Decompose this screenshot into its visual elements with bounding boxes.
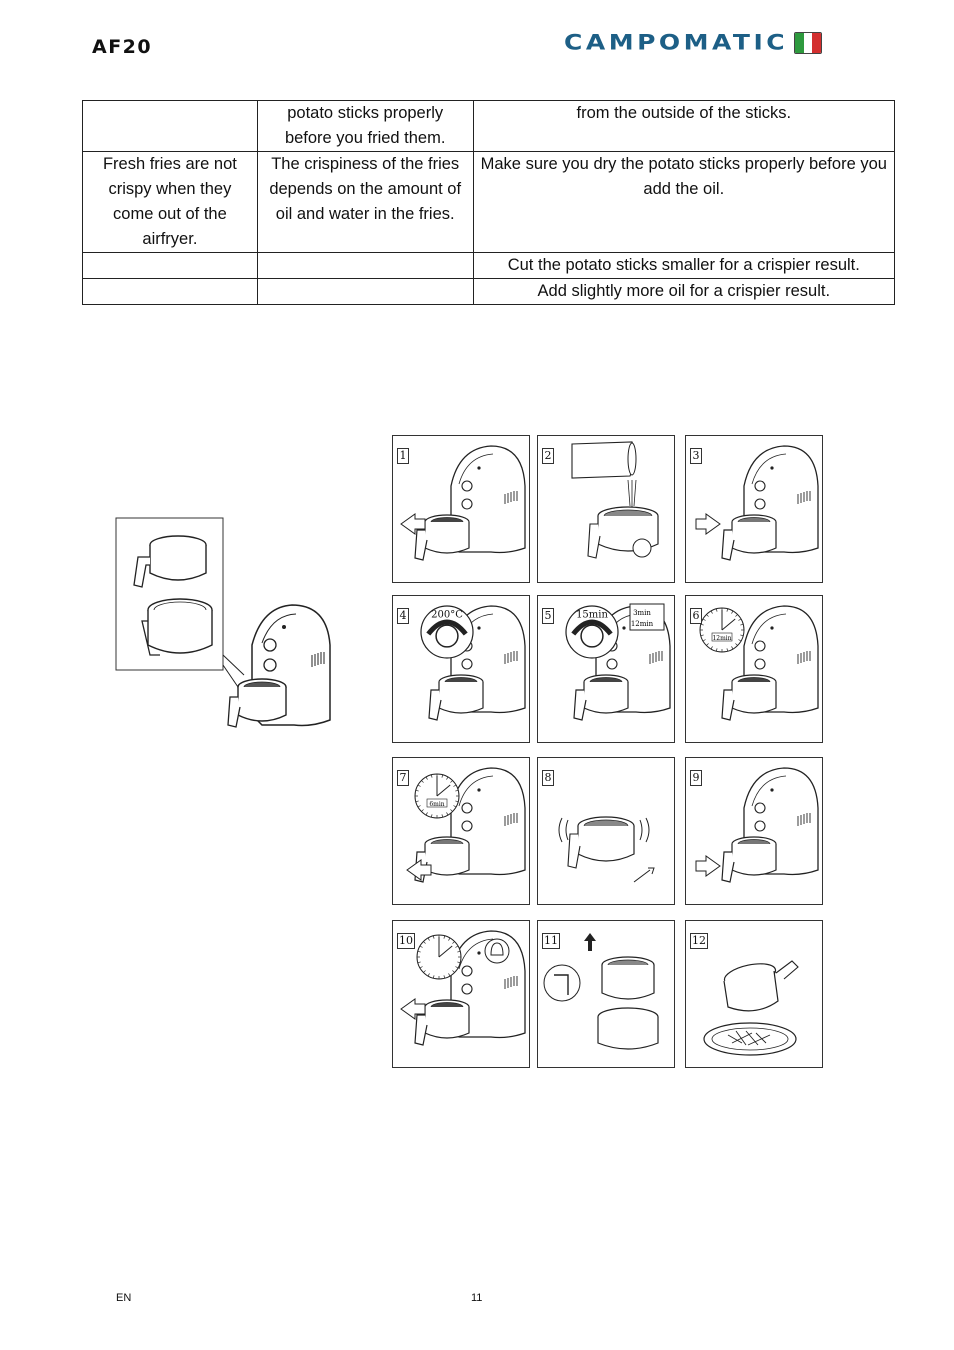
step-number: 1 xyxy=(397,448,409,464)
problem-cell xyxy=(82,100,258,152)
solution-cell: Make sure you dry the potato sticks prop… xyxy=(472,151,896,253)
troubleshooting-table: potato sticks properly before you fried … xyxy=(82,100,896,305)
step-number: 8 xyxy=(542,770,554,786)
release-button-icon xyxy=(543,933,659,1050)
table-row: Fresh fries are not crispy when they com… xyxy=(82,151,896,253)
basket-separation-illustration xyxy=(115,517,331,728)
step-panel-4: 200°C 4 xyxy=(392,595,530,743)
reinsert-basket-icon xyxy=(695,767,819,883)
table-row: Add slightly more oil for a crispier res… xyxy=(82,278,896,305)
step-number: 7 xyxy=(397,770,409,786)
solution-cell: Add slightly more oil for a crispier res… xyxy=(472,278,896,305)
empty-basket-icon xyxy=(703,960,799,1056)
step-number: 10 xyxy=(397,933,415,949)
table-row: potato sticks properly before you fried … xyxy=(82,100,896,152)
step-panel-11: 11 xyxy=(537,920,675,1068)
svg-text:3min: 3min xyxy=(633,609,651,617)
step-number: 4 xyxy=(397,608,409,624)
bell-timer-icon xyxy=(400,930,526,1046)
step-panel-7: 6min 7 xyxy=(392,757,530,905)
shake-basket-icon xyxy=(558,816,655,883)
step-panel-3: 3 xyxy=(685,435,823,583)
step-panel-6: 12min 6 xyxy=(685,595,823,743)
step-number: 2 xyxy=(542,448,554,464)
svg-text:15min: 15min xyxy=(576,610,608,621)
cause-cell xyxy=(256,278,474,305)
footer-language: EN xyxy=(116,1292,132,1304)
step-number: 12 xyxy=(690,933,708,949)
insert-basket-icon xyxy=(695,445,819,561)
step-panel-5: 15min 3min 12min 5 xyxy=(537,595,675,743)
step-number: 11 xyxy=(542,933,560,949)
step-number: 5 xyxy=(542,608,554,624)
problem-cell: Fresh fries are not crispy when they com… xyxy=(82,151,258,253)
step-panel-1: 1 xyxy=(392,435,530,583)
step-panel-10: 10 xyxy=(392,920,530,1068)
timer-dial-icon: 15min 3min 12min xyxy=(565,603,671,721)
cause-cell: The crispiness of the fries depends on t… xyxy=(256,151,474,253)
italian-flag-icon xyxy=(794,31,823,54)
step-panel-9: 9 xyxy=(685,757,823,905)
brand-logo: CAMPOMATIC xyxy=(564,28,823,57)
problem-cell xyxy=(82,252,258,279)
pull-out-basket-icon xyxy=(400,445,526,561)
svg-text:12min: 12min xyxy=(631,620,654,628)
cause-cell: potato sticks properly before you fried … xyxy=(256,100,474,152)
countdown-icon: 12min xyxy=(699,605,819,721)
temperature-dial-icon: 200°C xyxy=(420,605,526,721)
svg-text:200°C: 200°C xyxy=(431,610,463,621)
step-panel-2: 2 xyxy=(537,435,675,583)
page-number: 11 xyxy=(471,1292,483,1304)
svg-text:12min: 12min xyxy=(712,635,731,642)
add-food-icon xyxy=(571,441,659,559)
cause-cell xyxy=(256,252,474,279)
step-number: 3 xyxy=(690,448,702,464)
model-name: AF20 xyxy=(92,36,153,58)
solution-cell: from the outside of the sticks. xyxy=(472,100,896,152)
step-number: 9 xyxy=(690,770,702,786)
step-panel-12: 12 xyxy=(685,920,823,1068)
shake-timer-icon: 6min xyxy=(406,767,526,883)
step-panel-8: 8 xyxy=(537,757,675,905)
step-number: 6 xyxy=(690,608,702,624)
brand-name: CAMPOMATIC xyxy=(564,30,789,55)
svg-text:6min: 6min xyxy=(429,801,444,808)
problem-cell xyxy=(82,278,258,305)
table-row: Cut the potato sticks smaller for a cris… xyxy=(82,252,896,279)
solution-cell: Cut the potato sticks smaller for a cris… xyxy=(472,252,896,279)
